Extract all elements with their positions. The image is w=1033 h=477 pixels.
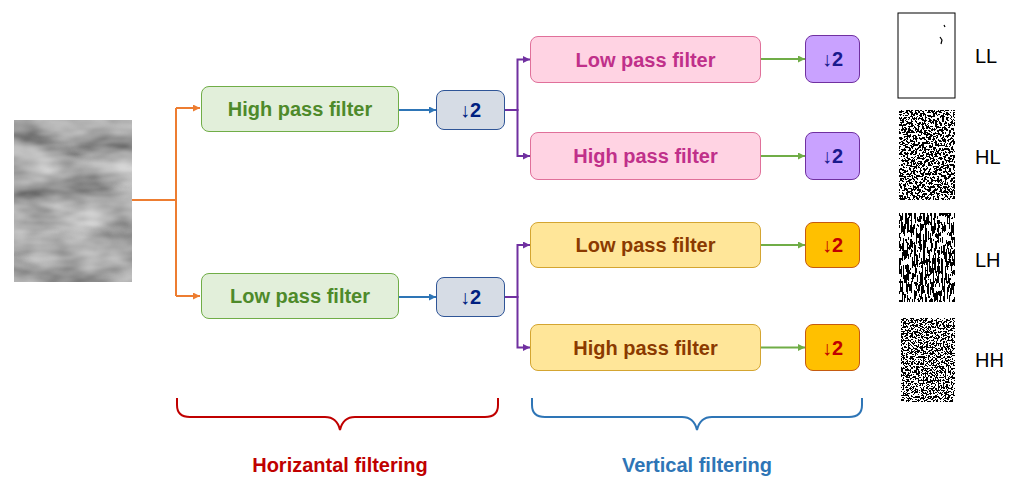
connector-arrow [505, 60, 530, 111]
node-text: Low pass filter [575, 49, 715, 71]
downsample-box: ↓2 [436, 90, 505, 130]
node-text: High pass filter [573, 145, 717, 167]
lh-thumbnail [899, 213, 955, 302]
downsample-box: ↓2 [436, 277, 505, 317]
subband-label: LL [975, 45, 997, 67]
connector-arrow [505, 297, 530, 348]
filter-box: High pass filter [530, 324, 761, 371]
subband-label: HL [975, 146, 1001, 168]
hh-thumbnail [901, 318, 955, 402]
connector-arrow [505, 245, 530, 297]
node-text: ↓2 [460, 286, 481, 308]
node-text: Low pass filter [230, 285, 370, 307]
connector-arrow [505, 110, 530, 156]
connector-arrow [761, 347, 805, 349]
connector-arrow [761, 58, 805, 60]
node-text: ↓2 [460, 99, 481, 121]
node-text: High pass filter [573, 337, 717, 359]
node-text: Low pass filter [575, 234, 715, 256]
vertical-bracket [532, 398, 862, 430]
downsample-box: ↓2 [805, 35, 860, 83]
filter-box: High pass filter [530, 132, 761, 180]
connector-arrow [399, 109, 436, 111]
subband-thumbnails [898, 13, 955, 402]
subband-label: LH [975, 249, 1001, 271]
subband-label: HH [975, 349, 1004, 371]
connector-arrow [399, 296, 436, 298]
filter-box: Low pass filter [201, 273, 399, 319]
ll-thumbnail [898, 13, 955, 98]
node-text: ↓2 [822, 337, 843, 359]
downsample-box: ↓2 [805, 324, 860, 371]
hl-thumbnail [899, 110, 955, 200]
stage-label: Vertical filtering [622, 454, 772, 476]
input-split-line [132, 108, 200, 296]
connector-arrow [761, 244, 805, 246]
downsample-box: ↓2 [805, 132, 860, 180]
input-image [14, 120, 132, 282]
ll-speck [940, 25, 945, 44]
node-text: ↓2 [822, 234, 843, 256]
filter-box: Low pass filter [530, 36, 761, 83]
downsample-box: ↓2 [805, 222, 860, 268]
filter-box: High pass filter [201, 86, 399, 132]
node-text: High pass filter [228, 98, 372, 120]
stage-label: Horizantal filtering [252, 454, 428, 476]
connector-arrow [761, 155, 805, 157]
node-text: ↓2 [822, 48, 843, 70]
filter-box: Low pass filter [530, 222, 761, 268]
horizontal-bracket [177, 398, 498, 430]
node-text: ↓2 [822, 145, 843, 167]
